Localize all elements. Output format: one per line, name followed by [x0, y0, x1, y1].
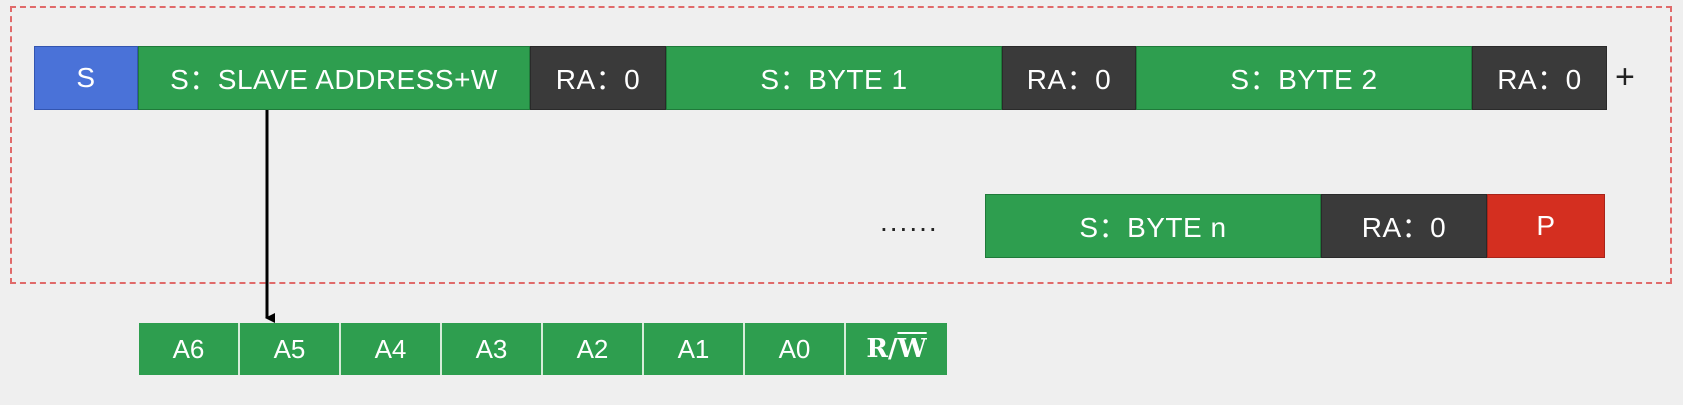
- rw-prefix: R/: [866, 334, 898, 364]
- stop-block: P: [1487, 194, 1605, 258]
- slave-address-block: S：SLAVE ADDRESS+W: [138, 46, 530, 110]
- bit-a2: A2: [543, 323, 644, 375]
- bit-a0: A0: [745, 323, 846, 375]
- ellipsis: ......: [880, 206, 939, 237]
- ack-block-n: RA：0: [1321, 194, 1487, 258]
- start-block: S: [34, 46, 138, 110]
- bit-a3: A3: [442, 323, 543, 375]
- address-bits-row: A6 A5 A4 A3 A2 A1 A0 R/W: [139, 323, 947, 375]
- byte2-block: S：BYTE 2: [1136, 46, 1472, 110]
- ack-block-1: RA：0: [530, 46, 666, 110]
- transaction-frame: [10, 6, 1672, 284]
- bit-a1: A1: [644, 323, 745, 375]
- bit-rw: R/W: [846, 323, 947, 375]
- rw-write-bar: W: [897, 334, 927, 364]
- ack-block-2: RA：0: [1002, 46, 1136, 110]
- byte-n-block: S：BYTE n: [985, 194, 1321, 258]
- bit-a5: A5: [240, 323, 341, 375]
- sequence-row-1: S S：SLAVE ADDRESS+W RA：0 S：BYTE 1 RA：0 S…: [34, 46, 1607, 110]
- ack-block-3: RA：0: [1472, 46, 1607, 110]
- bit-a4: A4: [341, 323, 442, 375]
- byte1-block: S：BYTE 1: [666, 46, 1002, 110]
- sequence-row-2: S：BYTE n RA：0 P: [985, 194, 1605, 258]
- continuation-plus: +: [1615, 58, 1635, 96]
- bit-a6: A6: [139, 323, 240, 375]
